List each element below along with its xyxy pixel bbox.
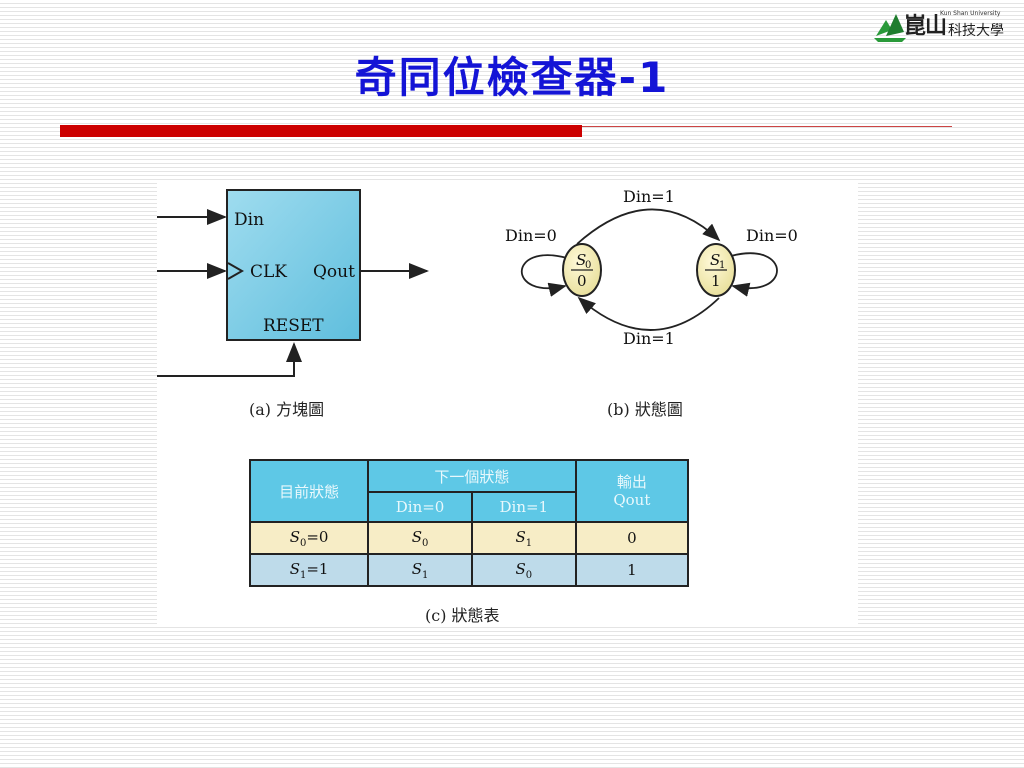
cell-next-din0: S0	[367, 521, 473, 555]
cell-current: S0=0	[248, 521, 370, 555]
th-output-sub: Qout	[613, 491, 651, 509]
logo-tagline: Kun Shan University	[940, 10, 1001, 17]
th-output: 輸出 Qout	[574, 459, 690, 523]
cell-next-din1: S0	[470, 553, 577, 587]
table-row: S1=1 S1 S0 1	[248, 553, 690, 587]
state-s1-name: S	[710, 251, 720, 269]
leaf-emblem-icon	[874, 14, 906, 42]
th-current-state: 目前狀態	[248, 459, 370, 523]
state-diagram: S 0 0 S 1 1 Din=1 Din=1 Din=0 Din=0	[505, 187, 798, 348]
university-logo: Kun Shan University 崑山 科技大學	[872, 4, 1018, 46]
caption-block-diagram: (a) 方塊圖	[249, 400, 325, 419]
th-din1: Din=1	[470, 491, 577, 523]
th-output-label: 輸出	[616, 473, 647, 491]
table-row: S0=0 S0 S1 0	[248, 521, 690, 555]
clk-label: CLK	[250, 262, 287, 282]
caption-state-diagram: (b) 狀態圖	[607, 400, 683, 419]
figure-panel: Din CLK Qout RESET (a) 方塊圖 S 0 0	[157, 182, 858, 626]
state-s0-sub: 0	[585, 260, 591, 271]
cell-next-din1: S1	[470, 521, 577, 555]
state-s1-output: 1	[711, 272, 721, 290]
th-din0: Din=0	[367, 491, 473, 523]
slide-title: 奇同位檢查器-1	[354, 53, 670, 102]
reset-label: RESET	[263, 316, 324, 336]
edge-label-top: Din=1	[623, 187, 675, 206]
din-label: Din	[234, 210, 264, 230]
edge-label-self-right: Din=0	[746, 226, 798, 245]
cell-output: 1	[574, 553, 690, 587]
clock-triangle-icon	[227, 262, 245, 280]
state-s1-sub: 1	[719, 260, 725, 271]
qout-label: Qout	[313, 262, 355, 282]
state-table: 目前狀態 下一個狀態 輸出 Qout Din=0 Din=1 S0=0 S0 S…	[248, 459, 690, 587]
cell-output: 0	[574, 521, 690, 555]
cell-current: S1=1	[248, 553, 370, 587]
edge-label-self-left: Din=0	[505, 226, 557, 245]
logo-name-sub: 科技大學	[948, 23, 1004, 39]
flip-flop-block	[226, 189, 361, 341]
block-diagram: Din CLK Qout RESET	[157, 189, 429, 377]
th-next-state: 下一個狀態	[367, 459, 577, 493]
state-s0-name: S	[576, 251, 586, 269]
edge-label-bottom: Din=1	[623, 329, 675, 348]
cell-next-din0: S1	[367, 553, 473, 587]
title-underline-line	[582, 126, 952, 127]
title-underline-bar	[60, 125, 582, 137]
caption-state-table: (c) 狀態表	[425, 606, 500, 625]
logo-name-main: 崑山	[904, 13, 947, 39]
state-s0-output: 0	[577, 272, 587, 290]
